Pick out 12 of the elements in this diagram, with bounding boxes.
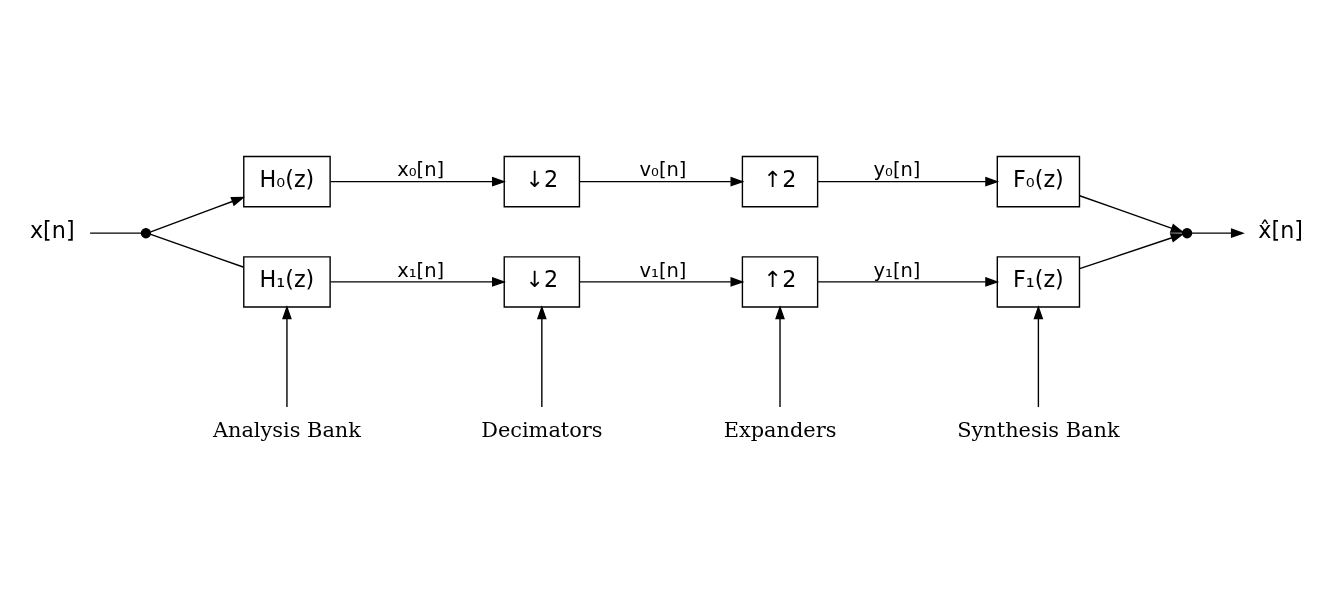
edge-label: x₁[n] — [397, 258, 445, 282]
node-text: Synthesis Bank — [957, 417, 1120, 442]
edge-label: v₀[n] — [639, 157, 687, 181]
edge-label: v₁[n] — [639, 258, 687, 282]
node-text: Decimators — [481, 417, 603, 442]
edge-label: y₀[n] — [873, 157, 921, 181]
edge-label: x₀[n] — [397, 157, 445, 181]
node-text: x̂[n] — [1258, 216, 1304, 243]
node-text: Expanders — [723, 417, 837, 442]
node-text: Analysis Bank — [212, 417, 361, 442]
edge-label: y₁[n] — [873, 258, 921, 282]
node-text: x[n] — [29, 216, 75, 243]
